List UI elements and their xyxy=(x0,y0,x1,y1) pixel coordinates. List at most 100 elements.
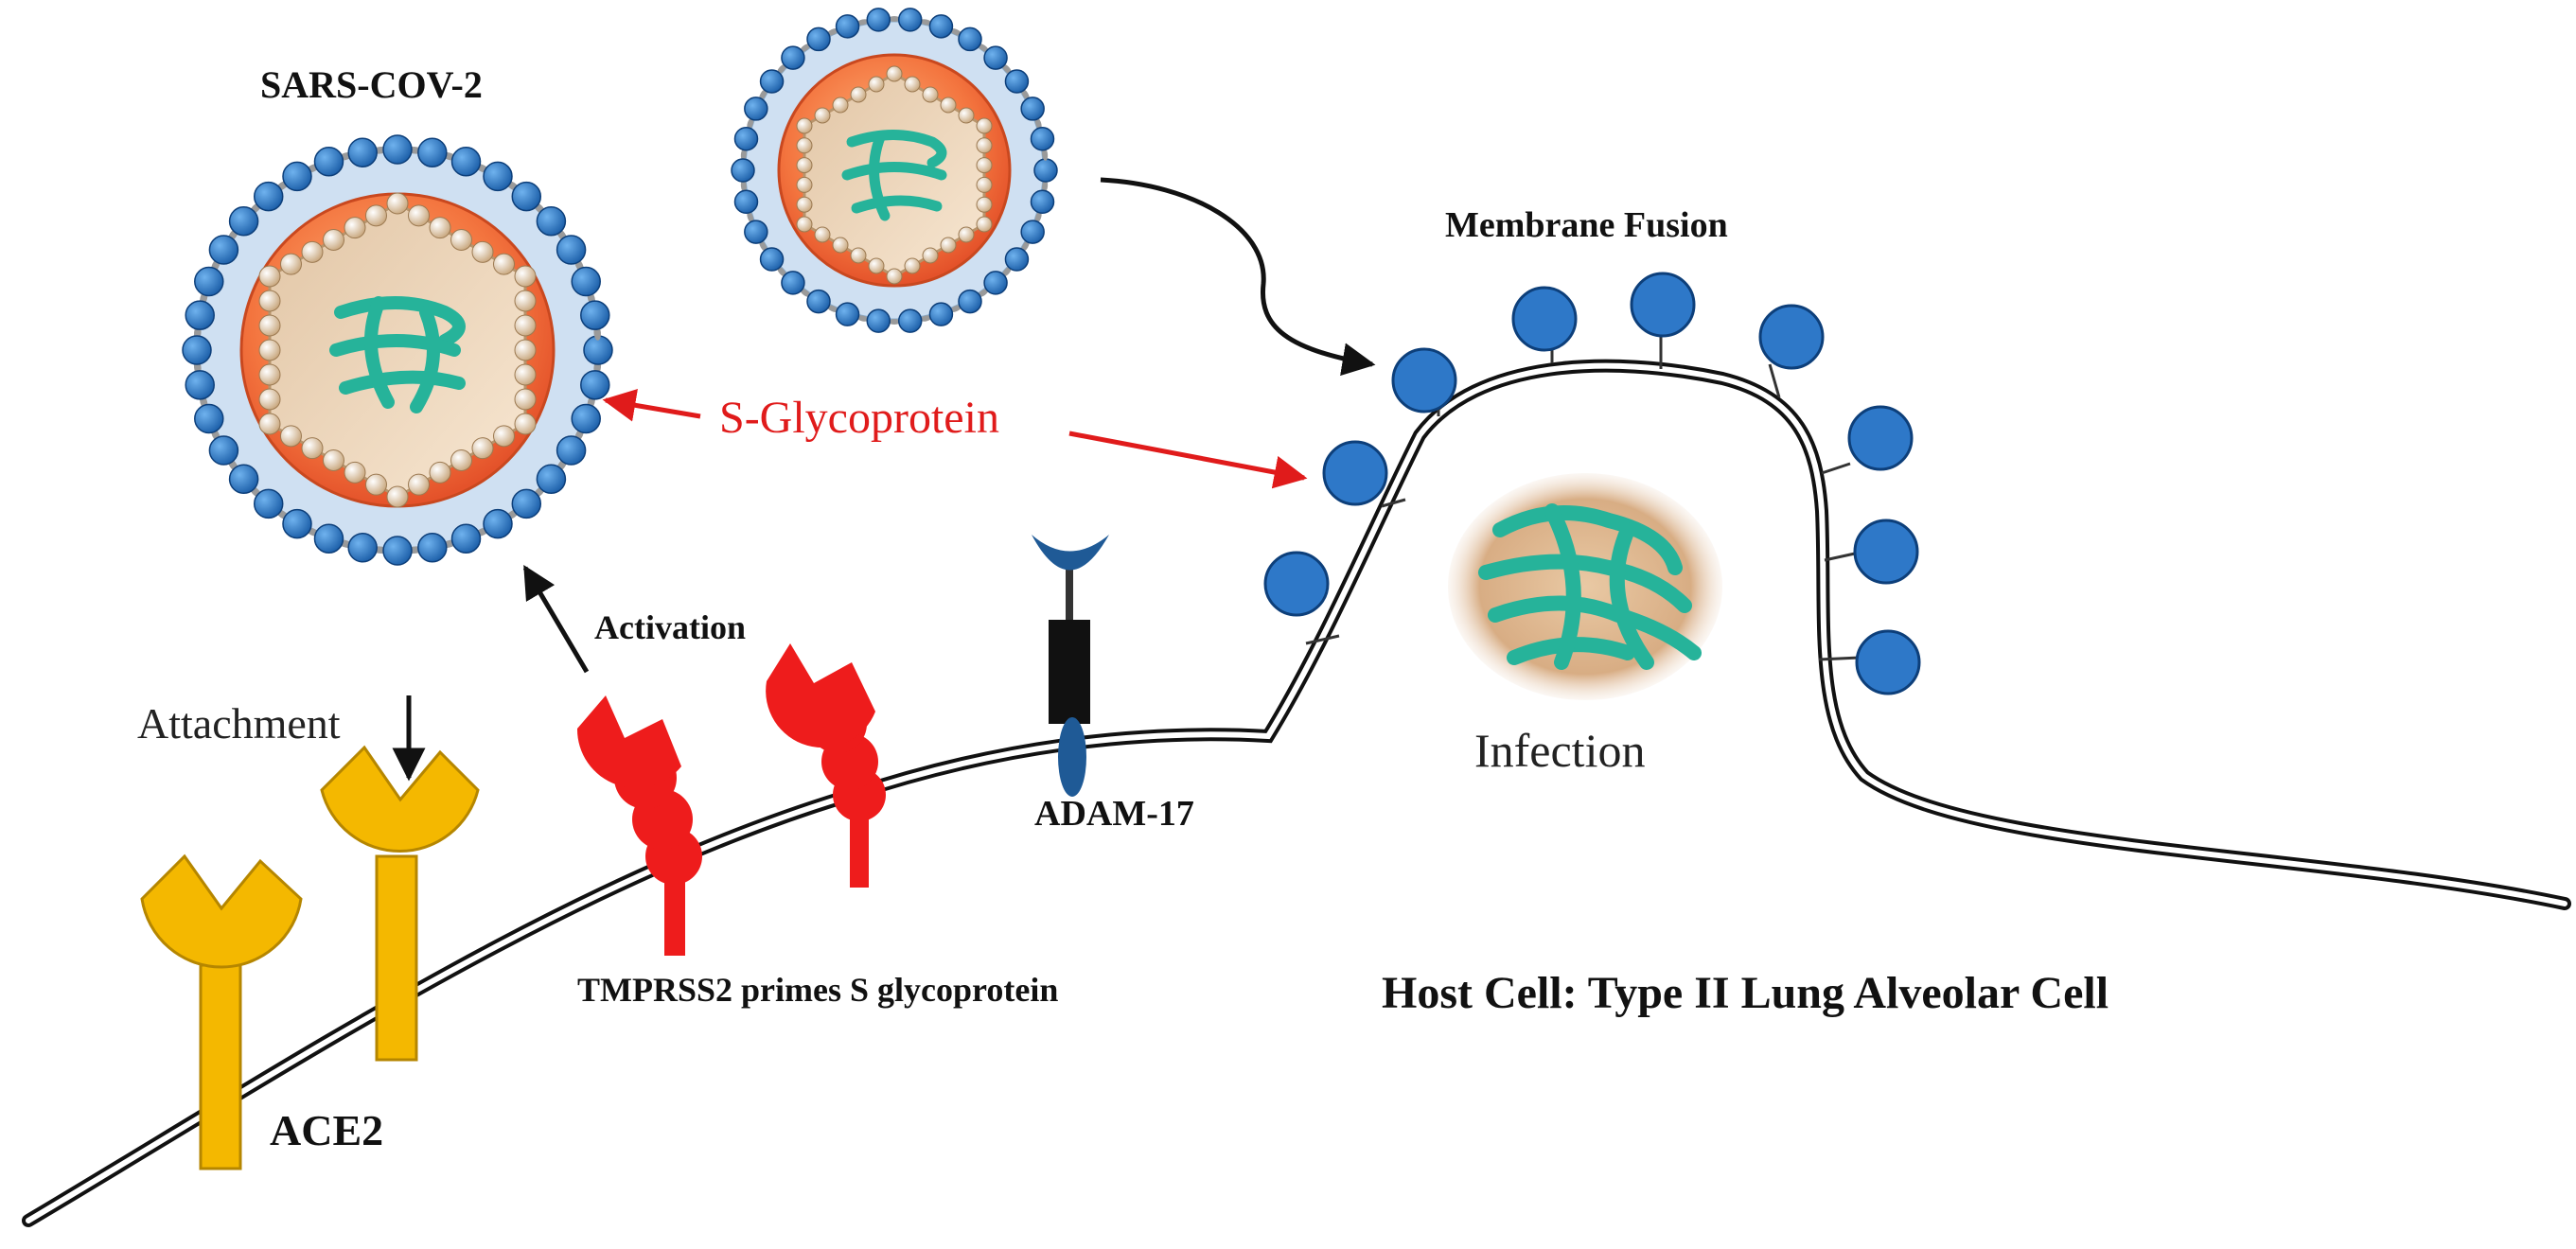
capsid-bead xyxy=(450,449,472,471)
infection-label: Infection xyxy=(1474,724,1645,777)
capsid-bead xyxy=(514,314,537,337)
capsid-bead xyxy=(976,117,993,134)
spike-protein xyxy=(347,137,378,167)
virus-particle-icon xyxy=(182,134,613,566)
spike-protein xyxy=(194,266,224,297)
host-cell-label: Host Cell: Type II Lung Alveolar Cell xyxy=(1382,968,2108,1018)
spike-protein xyxy=(928,302,954,326)
capsid-bead xyxy=(514,388,537,411)
spike-protein xyxy=(835,14,860,39)
spike-protein xyxy=(417,137,448,167)
capsid-bead xyxy=(429,461,451,484)
spike-protein xyxy=(781,45,805,70)
capsid-bead xyxy=(301,437,324,460)
spike-protein xyxy=(1004,247,1030,272)
spike-protein xyxy=(1391,347,1457,416)
capsid-bead xyxy=(832,97,849,114)
spike-protein xyxy=(556,435,587,466)
spike-protein xyxy=(835,302,860,326)
envelope-protein xyxy=(1001,63,1012,75)
capsid-bead xyxy=(976,196,993,213)
capsid-bead xyxy=(514,363,537,386)
capsid-bead xyxy=(886,268,903,285)
capsid-bead xyxy=(814,107,831,124)
envelope-protein xyxy=(1042,180,1049,193)
capsid-bead xyxy=(258,413,281,435)
capsid-bead xyxy=(976,216,993,233)
envelope-protein xyxy=(1001,266,1012,277)
spike-protein xyxy=(536,205,567,237)
capsid-bead xyxy=(850,86,867,103)
capsid-bead xyxy=(280,425,302,448)
envelope-protein xyxy=(759,89,768,100)
capsid-bead xyxy=(514,339,537,361)
capsid-bead xyxy=(850,247,867,264)
capsid-bead xyxy=(493,253,515,275)
spike-protein xyxy=(1263,551,1340,645)
capsid-bead xyxy=(922,86,939,103)
envelope-protein xyxy=(856,315,870,322)
envelope-protein xyxy=(826,27,839,36)
envelope-protein xyxy=(919,315,932,322)
virus-label: SARS-COV-2 xyxy=(260,63,483,106)
envelope-protein xyxy=(888,319,901,325)
envelope-protein xyxy=(1034,211,1042,223)
spike-protein xyxy=(1758,304,1825,398)
spike-protein xyxy=(1818,629,1921,695)
spike-protein xyxy=(194,403,224,434)
tmprss2-protease-icon xyxy=(766,643,886,888)
capsid-bead xyxy=(796,196,813,213)
spike-protein xyxy=(511,488,542,519)
s-glycoprotein-arrow-left xyxy=(602,389,701,422)
capsid-bead xyxy=(471,437,494,460)
spike-protein xyxy=(744,220,768,244)
capsid-bead xyxy=(258,290,281,312)
spike-protein xyxy=(1630,272,1696,369)
capsid-bead xyxy=(450,229,472,251)
spike-protein xyxy=(759,247,785,272)
capsid-bead xyxy=(344,217,366,239)
spike-protein xyxy=(958,26,982,52)
spike-protein xyxy=(866,308,891,333)
virus-particle-small-icon xyxy=(731,8,1058,333)
envelope-protein xyxy=(919,19,932,26)
entry-arrow xyxy=(1100,177,1376,377)
spike-protein xyxy=(556,235,587,265)
envelope-protein xyxy=(978,288,989,298)
capsid-bead xyxy=(365,473,387,496)
spike-protein xyxy=(511,181,542,212)
capsid-bead xyxy=(976,157,993,174)
spike-protein xyxy=(282,508,312,539)
infection-blob xyxy=(1448,473,1722,700)
spike-protein xyxy=(897,8,923,32)
capsid-bead xyxy=(868,76,885,93)
spike-protein xyxy=(208,435,239,466)
capsid-bead xyxy=(514,290,537,312)
capsid-bead xyxy=(958,226,975,243)
envelope-protein xyxy=(800,288,811,298)
capsid-bead xyxy=(258,388,281,411)
envelope-protein xyxy=(747,117,754,130)
spike-protein xyxy=(1511,286,1578,363)
s-glycoprotein-arrow-right xyxy=(1068,431,1308,489)
spike-protein xyxy=(571,266,601,297)
fused-spike-proteins xyxy=(1263,272,1921,695)
capsid-bead xyxy=(365,204,387,227)
spike-protein xyxy=(483,161,513,192)
capsid-bead xyxy=(323,449,344,471)
s-glycoprotein-label: S-Glycoprotein xyxy=(719,393,999,443)
envelope-protein xyxy=(856,19,870,26)
spike-protein xyxy=(382,536,413,566)
viral-rna-icon xyxy=(1478,503,1702,670)
envelope-protein xyxy=(1034,117,1042,130)
capsid-bead xyxy=(886,65,903,82)
envelope-protein xyxy=(888,16,901,22)
capsid-bead xyxy=(344,461,366,484)
envelope-protein xyxy=(1021,240,1030,252)
envelope-protein xyxy=(747,211,754,223)
spike-protein xyxy=(806,289,831,314)
envelope-protein xyxy=(978,43,989,53)
capsid-bead xyxy=(976,137,993,154)
spike-protein xyxy=(733,189,759,215)
